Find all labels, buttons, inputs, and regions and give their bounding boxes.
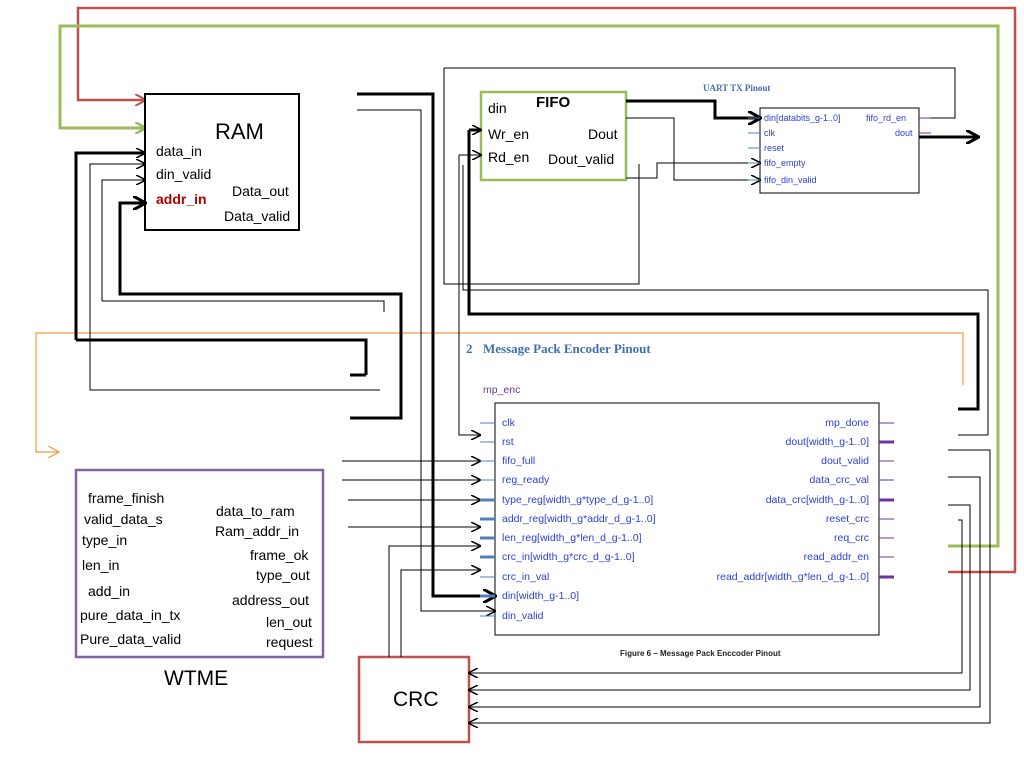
wtme-port-ram-addr-in: Ram_addr_in — [215, 523, 300, 539]
ram-title: RAM — [215, 119, 264, 144]
uart-heading: UART TX Pinout — [703, 83, 771, 93]
ram-port-data-out: Data_out — [232, 183, 289, 199]
fifo-empty-wire — [626, 163, 760, 179]
mp-right-pins — [879, 422, 894, 579]
uart-out-dout: dout — [895, 128, 913, 138]
mp-out-read-addr-en: read_addr_en — [803, 551, 869, 563]
ram-port-din-valid: din_valid — [156, 166, 212, 182]
mp-in-fifo-full: fifo_full — [502, 455, 536, 467]
mp-out-read-addr: read_addr[width_g*len_d_g-1..0] — [716, 571, 869, 583]
fifo-block — [479, 90, 628, 182]
ram-loop-thin — [102, 300, 385, 312]
mp-dout-to-fifo — [467, 130, 980, 411]
wire-req-crc — [469, 519, 963, 673]
ram-port-addr-in: addr_in — [156, 191, 207, 207]
wtme-port-type-out: type_out — [256, 567, 310, 583]
mpenc-block — [494, 402, 880, 636]
mp-out-data-crc: data_crc[width_g-1..0] — [765, 494, 869, 506]
wtme-port-add-in: add_in — [88, 583, 131, 599]
wtme-port-type-in: type_in — [82, 532, 128, 548]
ram-data-out-wire — [357, 92, 495, 596]
ram-data-valid-wire — [357, 109, 495, 611]
mp-in-clk: clk — [502, 417, 515, 429]
fifo-title: FIFO — [536, 94, 571, 111]
uart-in-din: din[databits_g-1..0] — [764, 113, 841, 123]
fifo-port-dout: Dout — [588, 126, 618, 142]
mp-in-len-reg: len_reg[width_g*len_d_g-1..0] — [502, 532, 642, 544]
wtme-port-request: request — [266, 634, 313, 650]
wtme-block — [74, 468, 325, 659]
mpenc-name: mp_enc — [483, 384, 521, 396]
mp-out-req-crc: req_crc — [833, 532, 869, 544]
mp-rst-wire — [458, 155, 480, 435]
wtme-port-len-out: len_out — [266, 614, 312, 630]
crc-block — [357, 655, 471, 744]
wtme-port-pure-data-valid: Pure_data_valid — [80, 631, 182, 647]
wtme-port-valid-data-s: valid_data_s — [84, 511, 163, 527]
fifo-wr-en-wire — [443, 68, 640, 285]
orange-wire — [35, 332, 964, 452]
uart-in-fifo-din-valid: fifo_din_valid — [764, 175, 817, 185]
wire-reset-crc — [469, 504, 971, 690]
ram-din-valid-wire — [89, 164, 380, 391]
mp-in-reg-ready: reg_ready — [502, 474, 550, 486]
ram-port-data-in: data_in — [156, 143, 202, 159]
wtme-port-frame-ok: frame_ok — [250, 547, 309, 563]
mpenc-heading: Message Pack Encoder Pinout — [483, 341, 651, 356]
ram-addr-in-wire-2 — [118, 203, 403, 420]
wtme-port-address-out: address_out — [232, 592, 310, 608]
wire-data-crc — [469, 476, 981, 707]
fifo-dout-wire — [626, 99, 760, 118]
mp-out-reset-crc: reset_crc — [825, 513, 869, 525]
mp-in-din: din[width_g-1..0] — [502, 590, 580, 602]
uart-block — [759, 107, 920, 194]
mp-in-rst: rst — [502, 436, 514, 448]
uart-in-reset: reset — [764, 143, 785, 153]
wtme-title: WTME — [164, 667, 229, 690]
ram-block — [144, 93, 300, 231]
fifo-port-din: din — [488, 100, 507, 116]
ram-addr-in-wire — [76, 338, 368, 375]
mp-out-data-crc-val: data_crc_val — [809, 474, 869, 486]
mp-in-din-valid: din_valid — [502, 610, 544, 622]
mpenc-heading-num: 2 — [466, 341, 473, 356]
mp-left-pins — [480, 422, 495, 617]
wire-crc-in — [388, 546, 480, 657]
fifo-port-wr-en: Wr_en — [488, 126, 529, 142]
fifo-top-loop — [444, 67, 956, 119]
ram-port-data-valid: Data_valid — [224, 208, 291, 224]
ram-din-valid-wire-2 — [101, 180, 145, 301]
mp-in-addr-reg: addr_reg[width_g*addr_d_g-1..0] — [502, 513, 656, 525]
wtme-port-pure-data-in-tx: pure_data_in_tx — [80, 607, 181, 623]
wtme-port-len-in: len_in — [82, 557, 120, 573]
mp-out-dout: dout[width_g-1..0] — [785, 436, 869, 448]
mpenc-caption: Figure 6 – Message Pack Enccoder Pinout — [620, 649, 781, 658]
mp-out-mp-done: mp_done — [825, 417, 869, 429]
mp-out-dout-valid: dout_valid — [821, 455, 869, 467]
mp-clk-wire — [462, 165, 989, 435]
mp-in-type-reg: type_reg[width_g*type_d_g-1..0] — [502, 494, 654, 506]
mp-in-crc-in: crc_in[width_g*crc_d_g-1..0] — [502, 551, 635, 563]
crc-title: CRC — [393, 688, 439, 711]
uart-out-fifo-rd-en: fifo_rd_en — [866, 113, 907, 123]
fifo-port-rd-en: Rd_en — [488, 149, 530, 165]
wtme-port-data-to-ram: data_to_ram — [216, 503, 295, 519]
fifo-dout-valid-wire — [626, 117, 760, 180]
uart-pins — [748, 117, 931, 181]
uart-in-clk: clk — [764, 128, 775, 138]
fifo-port-dout-valid: Dout_valid — [548, 151, 615, 167]
mp-in-crc-in-val: crc_in_val — [502, 571, 550, 583]
wire-data-crc-val — [469, 449, 991, 723]
red-loop-wire — [76, 6, 1017, 574]
uart-in-fifo-empty: fifo_empty — [764, 158, 806, 168]
ram-data-in-wire — [74, 153, 145, 340]
wtme-port-frame-finish: frame_finish — [88, 490, 165, 506]
wire-crc-in-val — [400, 570, 480, 657]
